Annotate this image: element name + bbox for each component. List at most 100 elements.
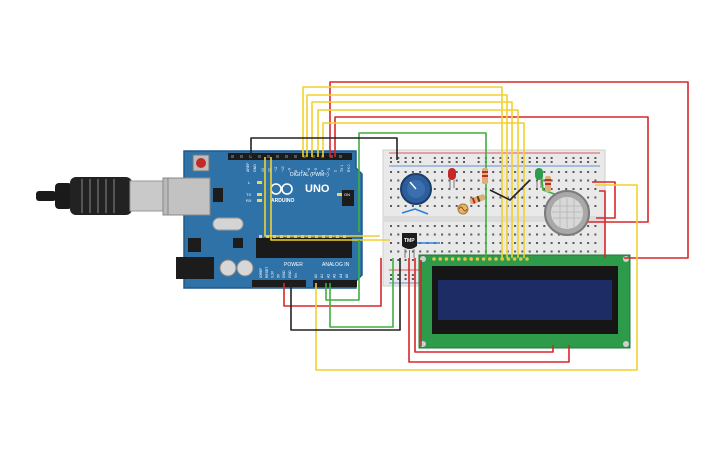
breadboard-hole[interactable] bbox=[587, 188, 590, 190]
wire-yellow[interactable] bbox=[264, 157, 380, 237]
lcd-pin[interactable] bbox=[444, 257, 449, 261]
breadboard-hole[interactable] bbox=[587, 196, 590, 199]
breadboard-hole[interactable] bbox=[550, 188, 553, 190]
led-red-icon[interactable] bbox=[448, 168, 456, 188]
breadboard-hole[interactable] bbox=[397, 188, 400, 190]
breadboard-hole[interactable] bbox=[536, 196, 538, 199]
breadboard-hole[interactable] bbox=[594, 242, 597, 244]
wire-red[interactable] bbox=[334, 116, 649, 223]
breadboard-hole[interactable] bbox=[572, 161, 575, 163]
breadboard-hole[interactable] bbox=[477, 250, 480, 253]
breadboard-hole[interactable] bbox=[441, 161, 444, 163]
breadboard-hole[interactable] bbox=[543, 161, 546, 163]
breadboard-hole[interactable] bbox=[536, 225, 538, 227]
breadboard-hole[interactable] bbox=[565, 161, 568, 163]
breadboard-hole[interactable] bbox=[514, 225, 517, 227]
breadboard-hole[interactable] bbox=[550, 250, 553, 253]
breadboard-hole[interactable] bbox=[455, 188, 458, 190]
breadboard-hole[interactable] bbox=[565, 171, 568, 173]
breadboard-hole[interactable] bbox=[528, 157, 531, 159]
lcd-display-icon[interactable] bbox=[418, 254, 631, 349]
breadboard-hole[interactable] bbox=[499, 161, 502, 163]
breadboard-hole[interactable] bbox=[594, 171, 597, 173]
wire-green[interactable] bbox=[325, 240, 360, 301]
breadboard-hole[interactable] bbox=[477, 179, 480, 182]
breadboard-hole[interactable] bbox=[499, 179, 502, 182]
breadboard-hole[interactable] bbox=[492, 242, 495, 244]
breadboard-hole[interactable] bbox=[390, 205, 392, 207]
breadboard-hole[interactable] bbox=[397, 161, 400, 163]
breadboard-hole[interactable] bbox=[572, 179, 575, 182]
breadboard-hole[interactable] bbox=[448, 179, 451, 182]
lcd-pin[interactable] bbox=[494, 257, 498, 261]
breadboard-hole[interactable] bbox=[390, 233, 392, 236]
wire-yellow[interactable] bbox=[317, 109, 519, 258]
breadboard-hole[interactable] bbox=[426, 233, 429, 236]
breadboard-hole[interactable] bbox=[543, 225, 546, 227]
wires[interactable] bbox=[250, 81, 689, 371]
breadboard-hole[interactable] bbox=[390, 157, 392, 159]
breadboard-hole[interactable] bbox=[587, 242, 590, 244]
breadboard-hole[interactable] bbox=[426, 250, 429, 253]
breadboard-hole[interactable] bbox=[543, 205, 546, 207]
breadboard-hole[interactable] bbox=[499, 242, 502, 244]
breadboard-hole[interactable] bbox=[572, 171, 575, 173]
breadboard-hole[interactable] bbox=[521, 161, 524, 163]
breadboard-hole[interactable] bbox=[579, 188, 582, 190]
breadboard-hole[interactable] bbox=[411, 250, 414, 253]
wire-green[interactable] bbox=[329, 258, 394, 328]
breadboard-hole[interactable] bbox=[404, 161, 407, 163]
breadboard-hole[interactable] bbox=[433, 196, 436, 199]
breadboard-hole[interactable] bbox=[397, 205, 400, 207]
breadboard-hole[interactable] bbox=[565, 250, 568, 253]
breadboard-hole[interactable] bbox=[419, 157, 422, 159]
breadboard-hole[interactable] bbox=[528, 188, 531, 190]
breadboard-hole[interactable] bbox=[470, 225, 473, 227]
breadboard-hole[interactable] bbox=[521, 242, 524, 244]
breadboard-hole[interactable] bbox=[514, 242, 517, 244]
breadboard-hole[interactable] bbox=[404, 171, 407, 173]
breadboard-hole[interactable] bbox=[404, 250, 407, 253]
wire-blue[interactable] bbox=[401, 208, 429, 215]
wire-black[interactable] bbox=[489, 179, 531, 201]
breadboard-hole[interactable] bbox=[397, 196, 400, 199]
breadboard-hole[interactable] bbox=[528, 225, 531, 227]
breadboard-hole[interactable] bbox=[397, 274, 400, 276]
breadboard-hole[interactable] bbox=[433, 225, 436, 227]
lcd-pin[interactable] bbox=[506, 257, 511, 261]
breadboard-hole[interactable] bbox=[514, 171, 517, 173]
breadboard-hole[interactable] bbox=[448, 205, 451, 207]
breadboard-hole[interactable] bbox=[411, 161, 414, 163]
wire-red[interactable] bbox=[408, 258, 570, 363]
breadboard-hole[interactable] bbox=[448, 233, 451, 236]
wire-yellow[interactable] bbox=[270, 157, 390, 241]
breadboard-hole[interactable] bbox=[557, 250, 560, 253]
breadboard-hole[interactable] bbox=[463, 161, 465, 163]
wire-red[interactable] bbox=[329, 81, 689, 259]
breadboard-hole[interactable] bbox=[536, 205, 538, 207]
breadboard-hole[interactable] bbox=[455, 250, 458, 253]
breadboard-hole[interactable] bbox=[550, 233, 553, 236]
breadboard-hole[interactable] bbox=[521, 205, 524, 207]
breadboard-hole[interactable] bbox=[499, 233, 502, 236]
breadboard-hole[interactable] bbox=[455, 196, 458, 199]
breadboard-hole[interactable] bbox=[521, 157, 524, 159]
breadboard-hole[interactable] bbox=[499, 205, 502, 207]
breadboard-hole[interactable] bbox=[455, 225, 458, 227]
breadboard-hole[interactable] bbox=[521, 188, 524, 190]
breadboard-hole[interactable] bbox=[411, 157, 414, 159]
breadboard-hole[interactable] bbox=[557, 188, 560, 190]
wire-red[interactable] bbox=[414, 258, 554, 353]
breadboard-hole[interactable] bbox=[470, 179, 473, 182]
breadboard-hole[interactable] bbox=[390, 242, 392, 244]
breadboard-hole[interactable] bbox=[492, 205, 495, 207]
breadboard-hole[interactable] bbox=[463, 188, 465, 190]
lcd-pin[interactable] bbox=[457, 257, 461, 261]
breadboard-hole[interactable] bbox=[543, 171, 546, 173]
breadboard-hole[interactable] bbox=[550, 242, 553, 244]
breadboard-hole[interactable] bbox=[536, 188, 538, 190]
breadboard-hole[interactable] bbox=[455, 157, 458, 159]
breadboard-hole[interactable] bbox=[579, 242, 582, 244]
wire-red[interactable] bbox=[283, 258, 382, 307]
